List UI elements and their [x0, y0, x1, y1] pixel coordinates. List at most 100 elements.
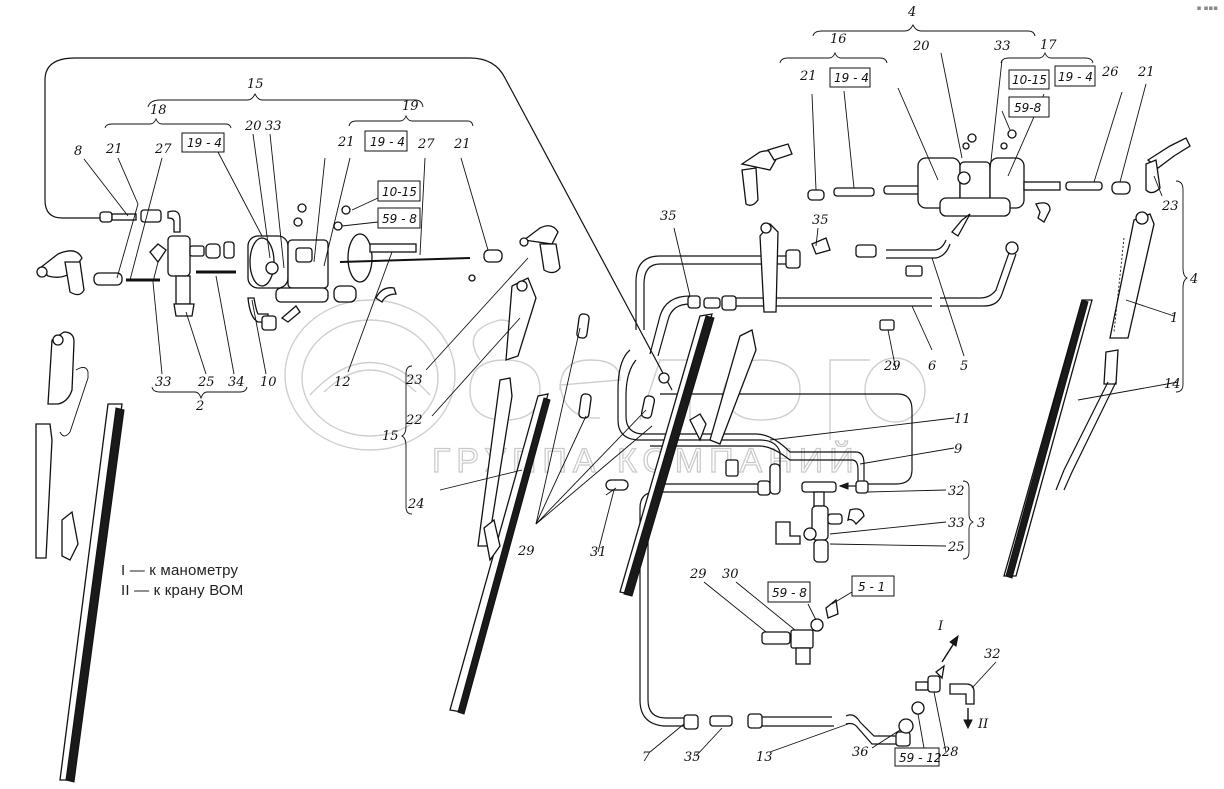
- left-valve-assembly: [36, 203, 561, 331]
- part-label: 26: [1101, 65, 1119, 80]
- part-label: 35: [812, 213, 829, 228]
- part-label: 23: [1161, 199, 1179, 214]
- part-label: 1: [1170, 311, 1178, 326]
- part-label: 22: [405, 413, 423, 428]
- part-label: 21: [1137, 65, 1155, 80]
- bracket-group-15-mid: 15: [382, 365, 413, 515]
- ref-box: 59 - 8: [767, 581, 811, 603]
- part-label: 13: [756, 750, 773, 765]
- part-label: 24: [407, 497, 425, 512]
- part-label: 7: [642, 750, 651, 765]
- svg-text:59 - 8: 59 - 8: [382, 212, 417, 226]
- ref-box: 10-15: [1008, 69, 1050, 90]
- part-label: 21: [337, 135, 355, 150]
- ref-box: 19 - 4: [181, 132, 225, 153]
- svg-text:19 - 4: 19 - 4: [370, 135, 405, 149]
- ref-box: 19 - 4: [829, 67, 871, 88]
- ref-box: 10-15: [377, 180, 421, 202]
- ref-box: 59 - 12: [894, 747, 942, 767]
- part-label: 5: [960, 359, 968, 374]
- corner-mark: ▪ ▪▪▪: [1196, 4, 1218, 12]
- ref-box: 19 - 4: [1054, 65, 1096, 87]
- svg-text:59 - 8: 59 - 8: [772, 586, 807, 600]
- part-label: 29: [883, 359, 901, 374]
- part-label: 27: [154, 142, 172, 157]
- part-label: 32: [984, 647, 1001, 662]
- svg-text:5 - 1: 5 - 1: [858, 580, 885, 594]
- part-label: 34: [228, 375, 245, 390]
- pipe-8-loop: [44, 57, 673, 391]
- bracket-group-17: 17: [1000, 38, 1094, 64]
- boxed-labels: 19 - 4 19 - 4 10-15 59 - 8 19 - 4 10-15 …: [181, 65, 1096, 767]
- left-wiper: [35, 331, 125, 783]
- part-label: 33: [265, 119, 282, 134]
- ref-box: 59-8: [1008, 96, 1050, 118]
- part-label: 14: [1164, 377, 1181, 392]
- part-label: 30: [722, 567, 739, 582]
- part-label: 11: [954, 412, 971, 427]
- part-label: 28: [941, 745, 959, 760]
- bracket-group-16: 16: [779, 32, 888, 64]
- bracket-group-19: 19: [348, 99, 474, 127]
- part-label: 6: [928, 359, 936, 374]
- part-label: 12: [334, 375, 351, 390]
- arrow-label-I: I: [937, 619, 944, 634]
- svg-text:3: 3: [977, 516, 985, 531]
- bracket-group-2: 2: [151, 386, 248, 414]
- part-label: 25: [197, 375, 215, 390]
- part-label: 33: [994, 39, 1011, 54]
- leader-lines: [83, 52, 1179, 757]
- part-label: 31: [590, 545, 607, 560]
- bracket-group-15-top: 15: [147, 77, 424, 108]
- svg-text:2: 2: [195, 399, 204, 414]
- part-label: 10: [260, 375, 277, 390]
- part-label: 21: [453, 137, 471, 152]
- svg-text:15: 15: [382, 429, 399, 444]
- svg-text:19 - 4: 19 - 4: [1058, 70, 1093, 84]
- part-label: 23: [405, 373, 423, 388]
- bracket-group-18: 18: [104, 103, 232, 129]
- svg-text:59-8: 59-8: [1014, 101, 1042, 115]
- ref-box: 19 - 4: [364, 130, 408, 152]
- right-valve-assembly: [740, 129, 1191, 579]
- svg-text:10-15: 10-15: [382, 185, 417, 199]
- svg-text:19 - 4: 19 - 4: [834, 71, 869, 85]
- part-label: 36: [852, 745, 869, 760]
- part-label: 32: [948, 484, 965, 499]
- svg-text:16: 16: [830, 32, 847, 47]
- bracket-group-4-top: 4: [812, 5, 1036, 37]
- middle-wiper: [449, 277, 670, 715]
- part-label: 33: [155, 375, 172, 390]
- part-label: 27: [417, 137, 435, 152]
- bracket-group-3: 3: [962, 480, 985, 560]
- svg-text:19 - 4: 19 - 4: [187, 136, 222, 150]
- svg-text:4: 4: [1189, 272, 1198, 287]
- part-label: 20: [912, 39, 930, 54]
- part-label: 35: [660, 209, 677, 224]
- ref-box: 59 - 8: [377, 207, 421, 229]
- svg-text:4: 4: [907, 5, 916, 20]
- part-label: 8: [74, 144, 82, 159]
- part-label: 21: [799, 69, 817, 84]
- svg-text:19: 19: [402, 99, 419, 114]
- svg-text:18: 18: [150, 103, 167, 118]
- part-label: 20: [244, 119, 262, 134]
- part-label: 29: [517, 544, 535, 559]
- part-label: 21: [105, 142, 123, 157]
- part-labels: 8 21 27 20 33 21 27 21 33 25 34 10 12 23…: [74, 39, 1181, 765]
- bracket-group-4-right: 4: [1175, 180, 1198, 393]
- legend-line-2: II — к крану ВОМ: [121, 582, 244, 599]
- part-label: 35: [684, 750, 701, 765]
- svg-text:15: 15: [247, 77, 264, 92]
- ref-box: 5 - 1: [851, 575, 895, 597]
- part-label: 25: [947, 540, 965, 555]
- arrow-label-II: II: [977, 717, 989, 732]
- svg-text:59 - 12: 59 - 12: [899, 751, 942, 765]
- part-label: 33: [948, 516, 965, 531]
- svg-text:10-15: 10-15: [1012, 73, 1047, 87]
- legend-line-1: I — к манометру: [121, 562, 239, 579]
- part-label: 29: [689, 567, 707, 582]
- part-label: 9: [954, 442, 962, 457]
- svg-text:17: 17: [1040, 38, 1057, 53]
